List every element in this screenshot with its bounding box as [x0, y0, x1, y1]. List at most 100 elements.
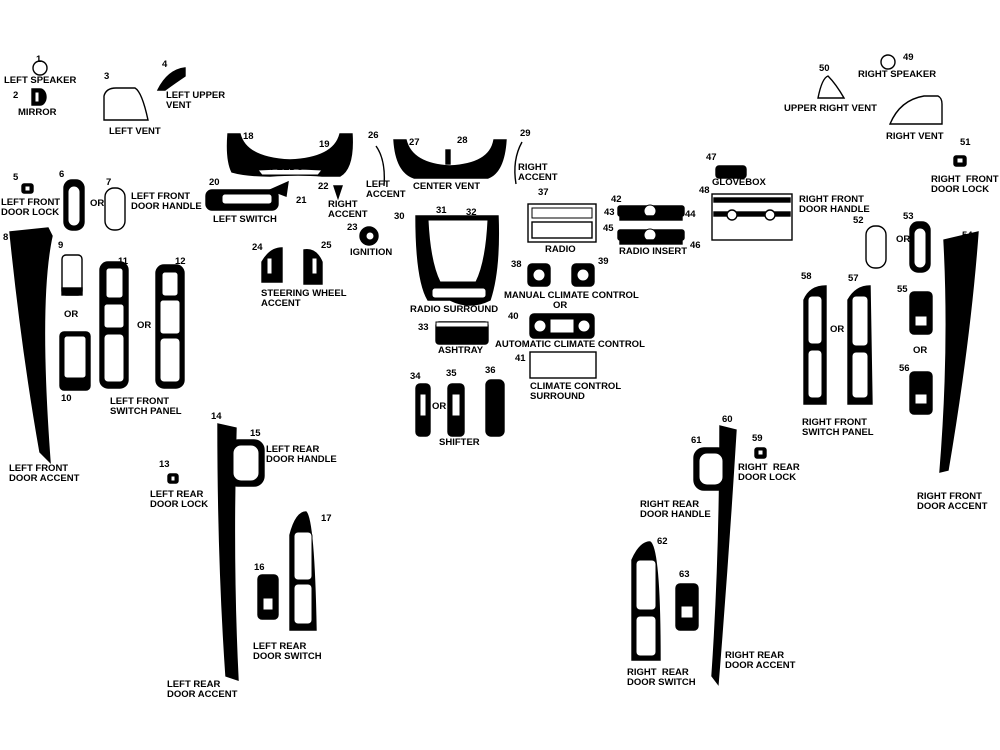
num-23: 23	[347, 222, 358, 233]
num-20: 20	[209, 177, 220, 188]
label-left-switch: LEFT SWITCH	[213, 214, 277, 225]
num-15: 15	[250, 428, 261, 439]
label-glovebox: GLOVEBOX	[712, 177, 766, 188]
label-left-upper-vent: LEFT UPPER VENT	[166, 90, 226, 111]
label-right-vent: RIGHT VENT	[886, 131, 944, 142]
num-29: 29	[520, 128, 531, 139]
or-marker: OR	[913, 345, 928, 356]
label-center-vent: CENTER VENT	[413, 181, 481, 192]
num-62: 62	[657, 536, 668, 547]
label-left-speaker: LEFT SPEAKER	[4, 75, 77, 86]
part-21	[268, 180, 289, 197]
part-52-door-handle	[865, 225, 887, 269]
num-2: 2	[13, 90, 19, 101]
num-21: 21	[296, 195, 307, 206]
part-18-19-speedo	[226, 133, 353, 177]
label-left-front-switch-panel: LEFT FRONT SWITCH PANEL	[110, 396, 182, 417]
part-49-right-speaker	[880, 54, 896, 70]
num-30: 30	[394, 211, 405, 222]
label-right-front-switch-panel: RIGHT FRONT SWITCH PANEL	[802, 417, 874, 438]
num-8: 8	[3, 232, 9, 243]
num-61: 61	[691, 435, 702, 446]
num-1: 1	[36, 54, 42, 65]
num-40: 40	[508, 311, 519, 322]
num-57: 57	[848, 273, 859, 284]
part-56-switch	[909, 371, 933, 415]
num-37: 37	[538, 187, 549, 198]
label-right-rear-door-accent: RIGHT REAR DOOR ACCENT	[725, 650, 796, 671]
or-marker: OR	[830, 324, 845, 335]
label-left-front-door-lock: LEFT FRONT DOOR LOCK	[1, 197, 61, 218]
num-14: 14	[211, 411, 222, 422]
part-55-switch	[909, 291, 933, 335]
num-56: 56	[899, 363, 910, 374]
part-26-left-accent	[375, 145, 386, 187]
label-right-front-door-lock: RIGHT FRONT DOOR LOCK	[931, 174, 999, 195]
num-6: 6	[59, 169, 65, 180]
part-16-left-rear-door-switch	[257, 574, 279, 620]
label-right-rear-door-lock: RIGHT REAR DOOR LOCK	[738, 462, 800, 483]
num-43: 43	[604, 207, 615, 218]
num-26: 26	[368, 130, 379, 141]
part-1-left-speaker	[32, 60, 48, 76]
num-9: 9	[58, 240, 64, 251]
num-39: 39	[598, 256, 609, 267]
or-marker: OR	[137, 320, 152, 331]
label-radio-surround: RADIO SURROUND	[410, 304, 499, 315]
part-29-right-accent	[514, 141, 523, 185]
num-50: 50	[819, 63, 830, 74]
num-24: 24	[252, 242, 263, 253]
num-41: 41	[515, 353, 526, 364]
num-13: 13	[159, 459, 170, 470]
num-53: 53	[903, 211, 914, 222]
label-right-speaker: RIGHT SPEAKER	[858, 69, 937, 80]
num-7: 7	[106, 177, 112, 188]
num-44: 44	[685, 209, 696, 220]
num-34: 34	[410, 371, 421, 382]
label-automatic-climate-control: AUTOMATIC CLIMATE CONTROL	[495, 339, 645, 350]
part-50-upper-right-vent	[817, 75, 846, 99]
num-52: 52	[853, 215, 864, 226]
num-22: 22	[318, 181, 329, 192]
label-right-front-door-accent: RIGHT FRONT DOOR ACCENT	[917, 491, 988, 512]
label-radio: RADIO	[545, 244, 576, 255]
label-right-accent-29: RIGHT ACCENT	[518, 162, 558, 183]
num-55: 55	[897, 284, 908, 295]
num-60: 60	[722, 414, 733, 425]
label-shifter: SHIFTER	[439, 437, 480, 448]
part-8-left-front-door-accent	[9, 227, 53, 464]
part-28	[445, 149, 451, 165]
num-63: 63	[679, 569, 690, 580]
num-33: 33	[418, 322, 429, 333]
or-marker: OR	[432, 401, 447, 412]
label-ignition: IGNITION	[350, 247, 393, 258]
label-radio-insert: RADIO INSERT	[619, 246, 688, 257]
num-59: 59	[752, 433, 763, 444]
num-5: 5	[13, 172, 19, 183]
num-17: 17	[321, 513, 332, 524]
label-steering-wheel-accent: STEERING WHEEL ACCENT	[261, 288, 347, 309]
part-14-left-rear-door-accent	[217, 423, 239, 681]
label-ashtray: ASHTRAY	[438, 345, 484, 356]
part-36-shifter	[485, 379, 505, 437]
label-left-vent: LEFT VENT	[109, 126, 161, 137]
label-manual-climate-control: MANUAL CLIMATE CONTROL	[504, 290, 639, 301]
num-31: 31	[436, 205, 447, 216]
part-41-climate-surround	[529, 351, 597, 379]
num-47: 47	[706, 152, 717, 163]
num-48: 48	[699, 185, 710, 196]
label-speedo: SPEEDO	[264, 162, 304, 173]
part-54-right-front-door-accent	[939, 231, 979, 473]
num-18: 18	[243, 131, 254, 142]
num-28: 28	[457, 135, 468, 146]
or-marker: OR	[64, 309, 79, 320]
num-4: 4	[162, 59, 168, 70]
num-36: 36	[485, 365, 496, 376]
or-marker: OR	[896, 234, 911, 245]
num-42: 42	[611, 194, 622, 205]
num-16: 16	[254, 562, 265, 573]
part-60-right-rear-door-accent	[711, 425, 737, 686]
num-32: 32	[466, 207, 477, 218]
